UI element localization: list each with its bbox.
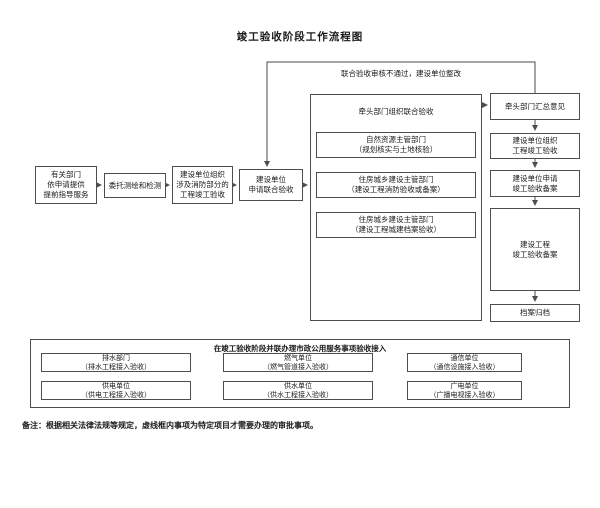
box-guidance-service: 有关部门 依申请提供 提前指导服务 xyxy=(35,166,97,204)
dept-housing-fire: 住房城乡建设主管部门 （建设工程消防验收或备案） xyxy=(316,172,476,198)
box-archive-filing: 档案归档 xyxy=(490,304,580,322)
box-power: 供电单位 （供电工程接入验收） xyxy=(41,381,191,400)
box-apply-joint-acceptance: 建设单位 申请联合验收 xyxy=(239,169,303,201)
box-org-completion-acceptance: 建设单位组织 工程竣工验收 xyxy=(490,133,580,159)
dept-natural-resources: 自然资源主管部门 （规划核实与土地核验） xyxy=(316,132,476,158)
parallel-services-section: 在竣工验收阶段并联办理市政公用服务事项验收接入 排水部门 （排水工程接入验收） … xyxy=(30,339,570,408)
box-survey-testing: 委托测绘和检测 xyxy=(104,173,166,198)
box-gas: 燃气单位 （燃气管道接入验收） xyxy=(223,353,373,372)
feedback-label: 联合验收审核不通过，建设单位整改 xyxy=(341,69,461,78)
note-text: 备注：根据相关法律法规等规定，虚线框内事项为特定项目才需要办理的审批事项。 xyxy=(22,421,318,430)
joint-acceptance-container: 牵头部门组织联合验收 自然资源主管部门 （规划核实与土地核验） 住房城乡建设主管… xyxy=(310,94,482,321)
box-lead-dept-summary: 牵头部门汇总意见 xyxy=(490,93,580,120)
page-title: 竣工验收阶段工作流程图 xyxy=(236,31,364,43)
box-completion-filing: 建设工程 竣工验收备案 xyxy=(490,208,580,291)
box-fire-acceptance: 建设单位组织 涉及消防部分的 工程竣工验收 xyxy=(172,166,233,204)
box-apply-completion-filing: 建设单位申请 竣工验收备案 xyxy=(490,170,580,197)
box-broadcast: 广电单位 （广播电视接入验收） xyxy=(407,381,522,400)
box-water: 供水单位 （供水工程接入验收） xyxy=(223,381,373,400)
box-drainage: 排水部门 （排水工程接入验收） xyxy=(41,353,191,372)
box-telecom: 通信单位 （通信设施接入验收） xyxy=(407,353,522,372)
joint-acceptance-title: 牵头部门组织联合验收 xyxy=(358,107,434,116)
dept-housing-archives: 住房城乡建设主管部门 （建设工程城建档案验收） xyxy=(316,212,476,238)
parallel-services-title: 在竣工验收阶段并联办理市政公用服务事项验收接入 xyxy=(213,344,387,353)
